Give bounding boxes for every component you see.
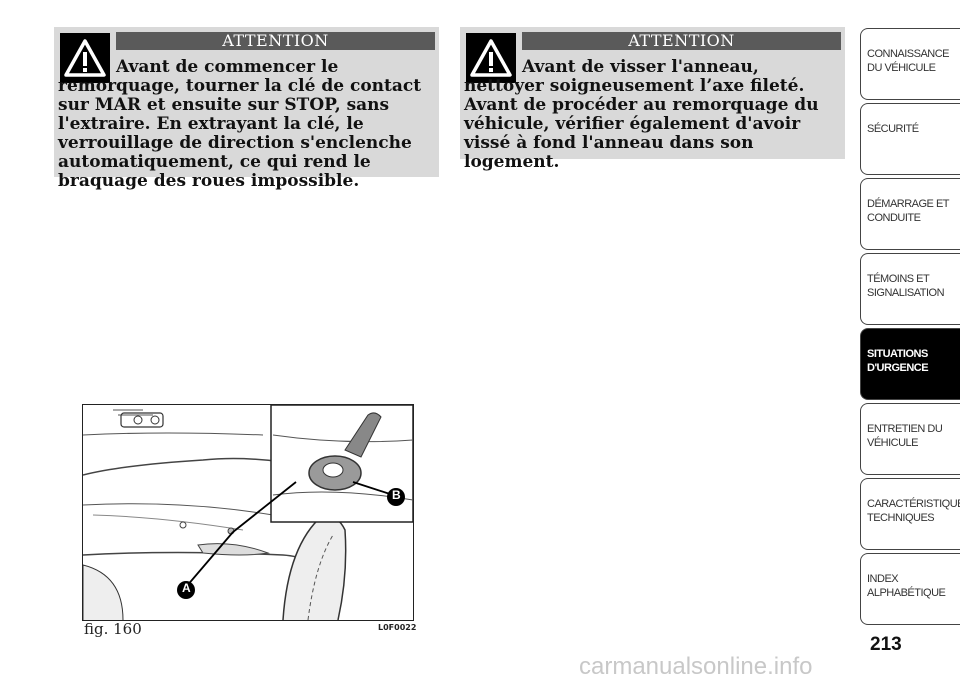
warning-text: Avant de visser l'anneau, nettoyer soign… [464,57,819,172]
tab-securite[interactable]: SÉCURITÉ [860,103,960,175]
tab-entretien-du-vehicule[interactable]: ENTRETIEN DU VÉHICULE [860,403,960,475]
callout-b: B [392,488,401,502]
page-number: 213 [870,634,902,655]
warning-triangle-icon [466,33,516,83]
warning-triangle-icon [60,33,110,83]
warning-box-1: ATTENTION Avant de commencer le remorqua… [54,27,439,191]
figure-caption: fig. 160 [84,620,142,638]
tab-demarrage-et-conduite[interactable]: DÉMARRAGE ET CONDUITE [860,178,960,250]
tab-caracteristiques-techniques[interactable]: CARACTÉRISTIQUES TECHNIQUES [860,478,960,550]
tab-connaissance-du-vehicule[interactable]: CONNAISSANCE DU VÉHICULE [860,28,960,100]
tab-index-alphabetique[interactable]: INDEX ALPHABÉTIQUE [860,553,960,625]
warning-box-2: ATTENTION Avant de visser l'anneau, nett… [460,27,845,172]
tab-situations-d-urgence[interactable]: SITUATIONS D'URGENCE [860,328,960,400]
figure-tow-hook: A B [82,404,414,621]
callout-a: A [182,581,191,595]
figure-code: L0F0022 [378,623,417,632]
warning-title: ATTENTION [116,32,435,50]
warning-text: Avant de commencer le remorquage, tourne… [58,57,422,191]
warning-title: ATTENTION [522,32,841,50]
tow-hook-illustration [83,405,413,620]
tab-temoins-et-signalisation[interactable]: TÉMOINS ET SIGNALISATION [860,253,960,325]
watermark: carmanualsonline.info [579,653,813,680]
